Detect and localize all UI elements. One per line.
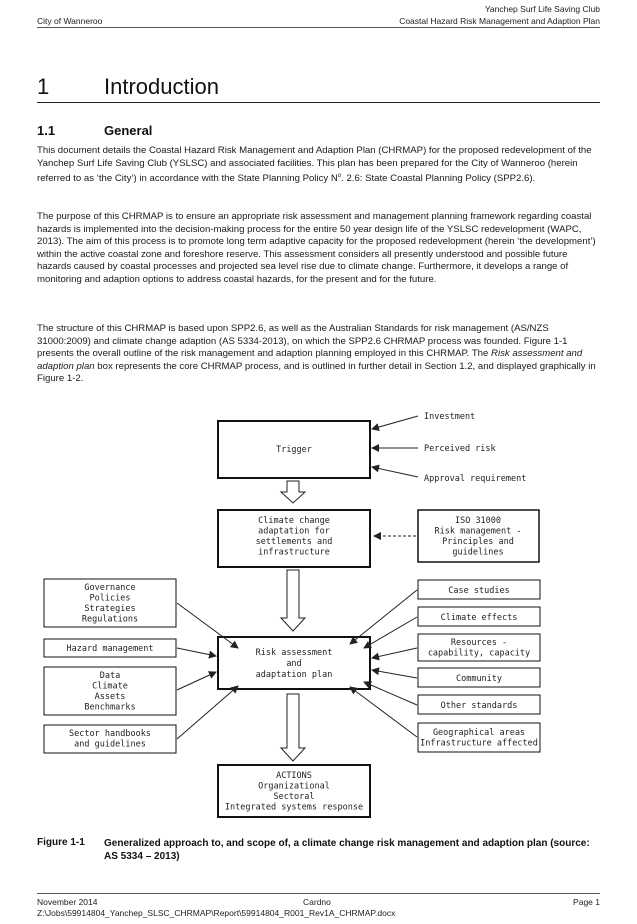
section-number: 1 <box>37 74 50 99</box>
arrow-sector <box>176 685 239 740</box>
community-box <box>417 667 541 688</box>
header-rule <box>37 27 600 28</box>
actions-label-line-2: Organizational <box>258 782 330 792</box>
input-arrow-approval <box>371 464 419 478</box>
footer-company: Cardno <box>303 897 331 907</box>
iso-label-line-4: guidelines <box>452 548 503 558</box>
climate-effects-label-line-1: Climate effects <box>441 613 518 623</box>
header-document-title: Coastal Hazard Risk Management and Adapt… <box>399 16 600 26</box>
figure-label: Figure 1-1 <box>37 837 85 848</box>
governance-label-line-2: Policies <box>90 594 131 604</box>
actions-label-line-3: Sectoral <box>274 792 315 802</box>
data-label-line-1: Data <box>100 671 120 681</box>
arrow-climate-effects <box>363 616 418 649</box>
resources-box <box>417 633 541 662</box>
subsection-title: General <box>104 123 153 138</box>
header-organization: City of Wanneroo <box>37 16 103 26</box>
climate-effects-box <box>417 606 541 627</box>
risk-assessment-box <box>217 636 371 690</box>
arrow-other-standards <box>363 681 418 706</box>
geographical-label-line-2: Infrastructure affected <box>420 739 538 749</box>
governance-label-line-1: Governance <box>84 583 135 593</box>
paragraph-3: The structure of this CHRMAP is based up… <box>37 323 596 385</box>
sector-label-line-1: Sector handbooks <box>69 729 151 739</box>
block-arrow-2 <box>279 569 307 632</box>
risk-label-line-3: adaptation plan <box>256 670 333 680</box>
climate-label-line-2: adaptation for <box>258 527 330 537</box>
climate-label-line-3: settlements and <box>256 537 333 547</box>
climate-label-line-1: Climate change <box>258 516 330 526</box>
footer-file-path: Z:\Jobs\59914804_Yanchep_SLSC_CHRMAP\Rep… <box>37 908 396 918</box>
input-arrow-investment <box>371 415 419 431</box>
actions-box <box>217 764 371 818</box>
arrow-case-studies <box>349 589 418 645</box>
section-rule <box>37 102 600 103</box>
data-box <box>43 666 177 716</box>
arrow-hazard <box>176 647 217 659</box>
arrow-community <box>371 667 418 679</box>
trigger-label-line-1: Trigger <box>276 445 312 455</box>
risk-label-line-1: Risk assessment <box>256 648 333 658</box>
data-label-line-4: Benchmarks <box>84 703 135 713</box>
data-label-line-2: Climate <box>92 682 128 692</box>
subsection-number: 1.1 <box>37 123 56 138</box>
iso-label-line-3: Principles and <box>442 537 514 547</box>
risk-label-line-2: and <box>286 659 301 669</box>
iso-label-line-1: ISO 31000 <box>455 516 501 526</box>
geographical-label-line-1: Geographical areas <box>433 728 525 738</box>
trigger-box <box>217 420 371 479</box>
actions-label-line-4: Integrated systems response <box>225 803 363 813</box>
input-perceived-risk: Perceived risk <box>424 444 496 454</box>
footer-rule <box>37 893 600 894</box>
footer-date: November 2014 <box>37 897 98 907</box>
actions-label-line-1: ACTIONS <box>276 771 312 781</box>
other-standards-label-line-1: Other standards <box>441 701 518 711</box>
climate-label-line-4: infrastructure <box>258 548 330 558</box>
paragraph-1: This document details the Coastal Hazard… <box>37 145 592 185</box>
resources-label-line-2: capability, capacity <box>428 649 530 659</box>
community-label-line-1: Community <box>456 674 502 684</box>
input-approval-requirement: Approval requirement <box>424 474 526 484</box>
other-standards-box <box>417 694 541 715</box>
hazard-label-line-1: Hazard management <box>67 644 154 654</box>
resources-label-line-1: Resources - <box>451 638 507 648</box>
hazard-management-box <box>43 638 177 658</box>
iso-31000-box <box>417 509 540 563</box>
governance-box <box>43 578 177 628</box>
iso-label-line-2: Risk management - <box>435 527 522 537</box>
case-studies-box <box>417 579 541 600</box>
data-label-line-3: Assets <box>95 692 126 702</box>
governance-label-line-3: Strategies <box>84 604 135 614</box>
input-investment-line-1: Investment <box>424 412 475 422</box>
figure-caption: Generalized approach to, and scope of, a… <box>104 838 590 862</box>
arrow-geographical <box>349 686 418 738</box>
paragraph-2: The purpose of this CHRMAP is to ensure … <box>37 211 596 285</box>
header-project: Yanchep Surf Life Saving Club <box>484 4 600 14</box>
arrow-data <box>176 671 217 691</box>
sector-label-line-2: and guidelines <box>74 740 146 750</box>
geographical-box <box>417 722 541 753</box>
footer-page-number: Page 1 <box>573 897 600 907</box>
sector-handbooks-box <box>43 724 177 754</box>
arrow-governance <box>176 602 239 649</box>
climate-change-box <box>217 509 371 568</box>
block-arrow-3 <box>279 693 307 762</box>
case-studies-label-line-1: Case studies <box>448 586 509 596</box>
governance-label-line-4: Regulations <box>82 615 138 625</box>
block-arrow-1 <box>279 480 307 504</box>
section-title: Introduction <box>104 74 219 99</box>
arrow-resources <box>371 647 418 661</box>
